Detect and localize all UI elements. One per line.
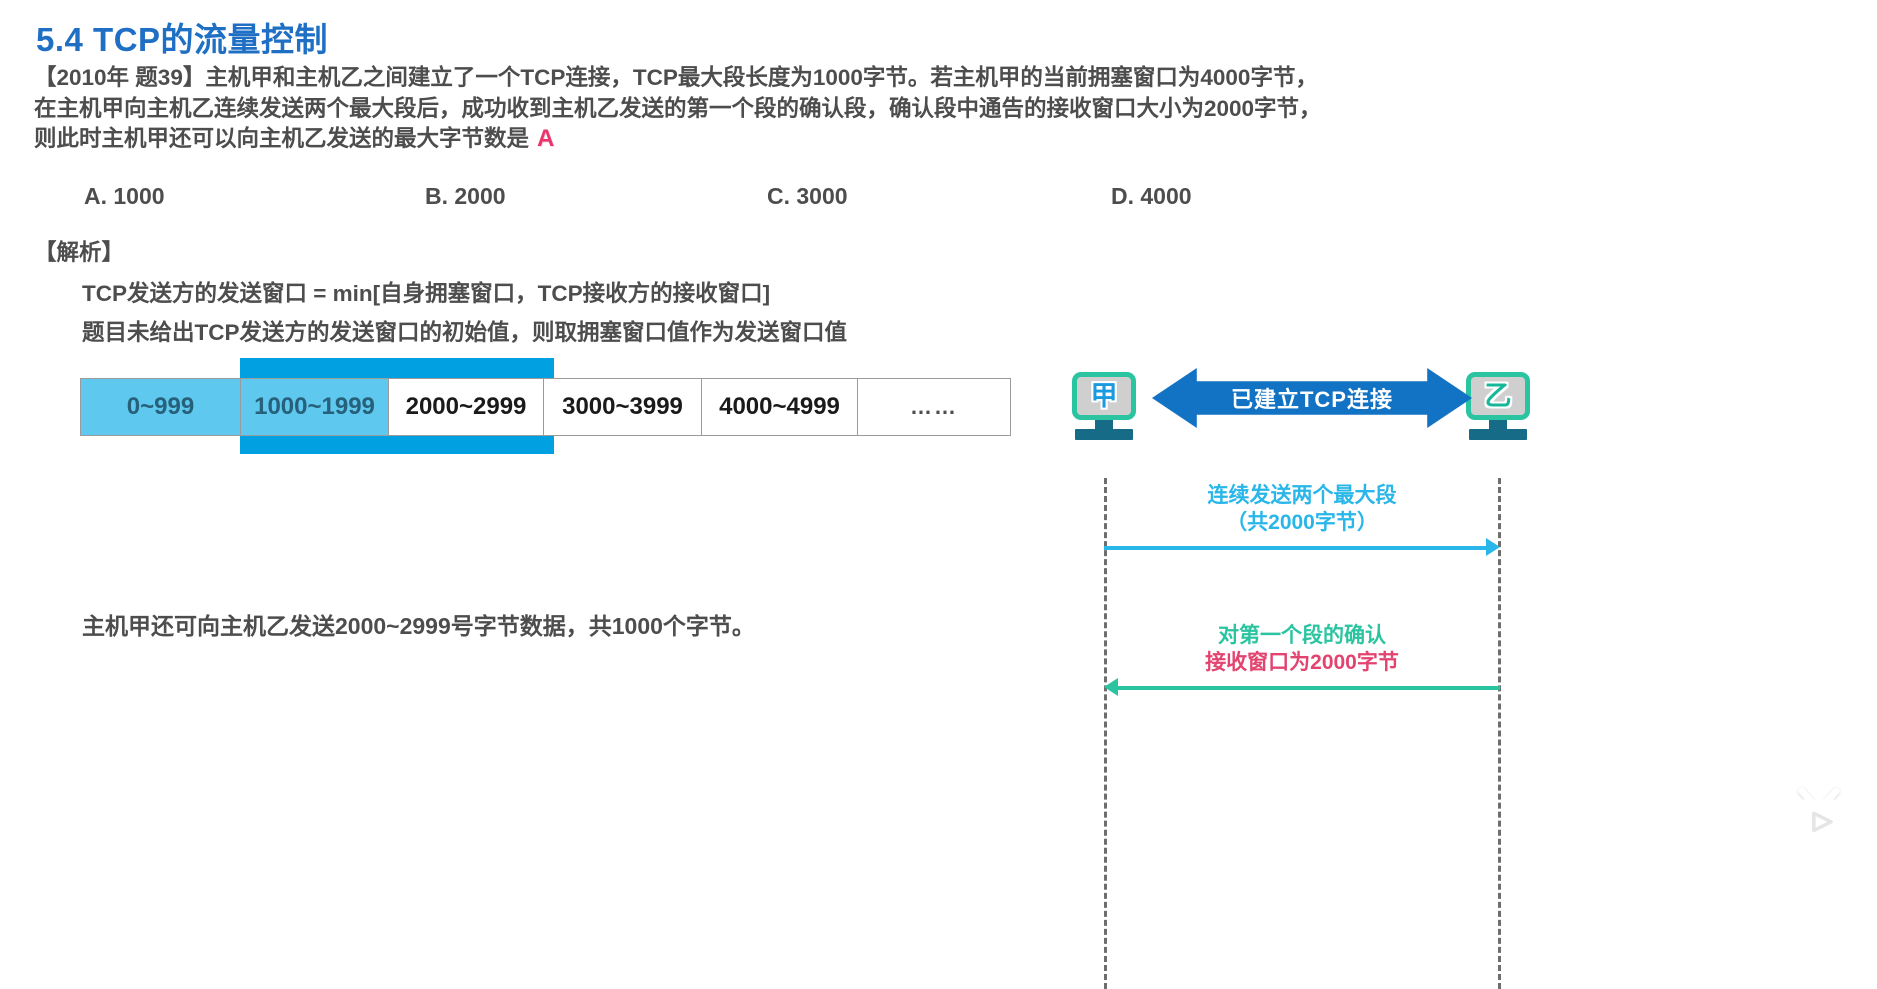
message-data-line-1: 连续发送两个最大段 bbox=[1207, 484, 1397, 507]
option-a[interactable]: A. 1000 bbox=[84, 183, 165, 209]
option-c[interactable]: C. 3000 bbox=[767, 183, 848, 209]
message-data-line-2: （共2000字节） bbox=[1226, 511, 1378, 534]
monitor-base bbox=[1075, 429, 1133, 440]
host-b-label: 乙 bbox=[1484, 380, 1512, 411]
question-line-2: 在主机甲向主机乙连续发送两个最大段后，成功收到主机乙发送的第一个段的确认段，确认… bbox=[34, 95, 1322, 121]
option-b[interactable]: B. 2000 bbox=[425, 183, 506, 209]
answer-mark: A bbox=[537, 125, 555, 152]
host-a-computer-icon: 甲 bbox=[1072, 372, 1136, 440]
monitor-neck bbox=[1095, 420, 1113, 429]
sequence-diagram: 甲 乙 已建立TCP连接 连续发送两个最大段 （共2000字节） bbox=[1060, 360, 1877, 989]
lifeline-host-b bbox=[1498, 478, 1501, 989]
byte-cell: 0~999 bbox=[81, 379, 241, 435]
analysis-line-2: 题目未给出TCP发送方的发送窗口的初始值，则取拥塞窗口值作为发送窗口值 bbox=[82, 320, 848, 345]
byte-cell: 1000~1999 bbox=[241, 379, 389, 435]
byte-cell: 2000~2999 bbox=[389, 379, 544, 435]
byte-window-diagram: 0~999 1000~1999 2000~2999 3000~3999 4000… bbox=[80, 358, 1210, 458]
host-b-computer-icon: 乙 bbox=[1466, 372, 1530, 440]
monitor-neck bbox=[1489, 420, 1507, 429]
analysis-line-1: TCP发送方的发送窗口 = min[自身拥塞窗口，TCP接收方的接收窗口] bbox=[82, 281, 771, 306]
message-ack-caption: 对第一个段的确认 接收窗口为2000字节 bbox=[1104, 622, 1500, 676]
byte-segment-strip: 0~999 1000~1999 2000~2999 3000~3999 4000… bbox=[80, 378, 1011, 436]
question-line-1: 【2010年 题39】主机甲和主机乙之间建立了一个TCP连接，TCP最大段长度为… bbox=[34, 65, 1318, 90]
arrow-line bbox=[1104, 546, 1490, 550]
question-line-3-text: 则此时主机甲还可以向主机乙发送的最大字节数是 bbox=[34, 126, 530, 151]
connection-double-arrow: 已建立TCP连接 bbox=[1152, 368, 1472, 428]
page-title: 5.4 TCP的流量控制 bbox=[36, 21, 329, 58]
byte-cell-ellipsis: …… bbox=[858, 379, 1010, 435]
lifeline-host-a bbox=[1104, 478, 1107, 989]
connection-label: 已建立TCP连接 bbox=[1230, 387, 1393, 412]
host-a-label: 甲 bbox=[1090, 380, 1118, 411]
monitor-base bbox=[1469, 429, 1527, 440]
question-block: 【2010年 题39】主机甲和主机乙之间建立了一个TCP连接，TCP最大段长度为… bbox=[34, 63, 1854, 155]
conclusion-text: 主机甲还可向主机乙发送2000~2999号字节数据，共1000个字节。 bbox=[82, 613, 755, 639]
monitor-screen-icon: 乙 bbox=[1466, 372, 1530, 420]
message-data-caption: 连续发送两个最大段 （共2000字节） bbox=[1104, 482, 1500, 536]
analysis-label: 【解析】 bbox=[34, 240, 125, 265]
message-ack-line-2: 接收窗口为2000字节 bbox=[1205, 651, 1399, 674]
option-d[interactable]: D. 4000 bbox=[1111, 183, 1192, 209]
arrow-line bbox=[1114, 686, 1500, 690]
arrow-head-left-icon bbox=[1104, 678, 1118, 696]
byte-cell: 3000~3999 bbox=[544, 379, 702, 435]
question-line-3: 则此时主机甲还可以向主机乙发送的最大字节数是 A bbox=[34, 124, 1854, 155]
monitor-screen-icon: 甲 bbox=[1072, 372, 1136, 420]
arrow-head-right-icon bbox=[1486, 538, 1500, 556]
byte-cell: 4000~4999 bbox=[702, 379, 858, 435]
message-ack-line-1: 对第一个段的确认 bbox=[1218, 624, 1386, 647]
